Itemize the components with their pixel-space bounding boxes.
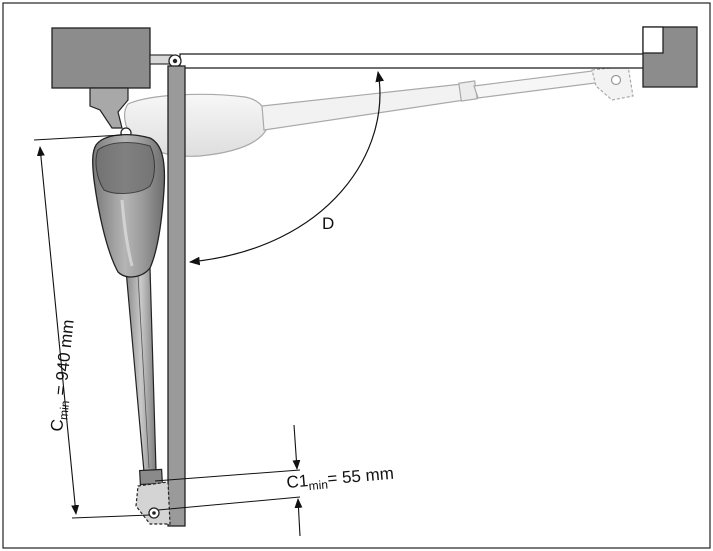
- ghost-rear-pivot: [610, 74, 622, 86]
- c-min-extension-bottom: [71, 514, 151, 519]
- c1-min-arrow-top: [292, 424, 301, 470]
- motor-housing-top-cap: [95, 142, 155, 194]
- c1-min-extension-top: [154, 469, 301, 482]
- c-min-dimension-line: [36, 146, 80, 515]
- left-pillar-block: [51, 27, 151, 89]
- actuator-closed-position: [92, 134, 171, 525]
- c1-min-arrow-bottom: [294, 498, 303, 537]
- rear-mounting-bracket: [135, 481, 171, 525]
- actuator-collar: [139, 468, 163, 486]
- motor-highlight: [120, 199, 134, 267]
- right-pillar-recess: [642, 26, 664, 54]
- angle-label: D: [322, 214, 334, 233]
- hinge-pin-center: [172, 58, 178, 64]
- actuator-tube-inner-line: [137, 274, 150, 469]
- c-min-extension-top: [33, 134, 123, 141]
- front-mounting-bracket: [89, 87, 129, 129]
- rear-pivot-center: [152, 511, 156, 515]
- open-gate-leaf: [179, 53, 659, 69]
- c1-min-extension-bottom: [157, 496, 301, 511]
- closed-gate-leaf: [167, 65, 186, 527]
- opening-angle-arc: [188, 70, 384, 266]
- ghost-tube-collar: [458, 80, 478, 102]
- c-min-dimension: Cmin = 940 mm: [33, 134, 151, 519]
